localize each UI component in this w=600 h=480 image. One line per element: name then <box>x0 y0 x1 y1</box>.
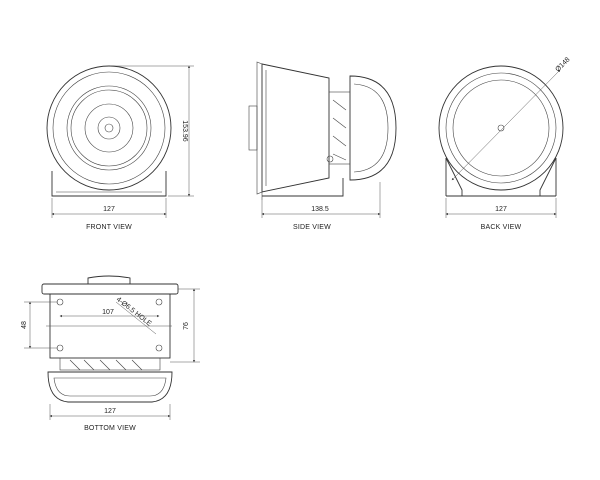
mount-hole <box>155 298 163 306</box>
side-depth-dimension: 138.5 <box>311 206 329 213</box>
side-view-caption: SIDE VIEW <box>293 224 331 231</box>
side-driver-housing <box>349 75 397 181</box>
bottom-mount-height-dimension: 48 <box>21 321 28 329</box>
front-base-bracket <box>51 171 167 197</box>
bottom-height-dimension: 76 <box>183 322 190 330</box>
bottom-view-caption: BOTTOM VIEW <box>84 425 136 432</box>
bottom-width-dimension: 127 <box>104 408 116 415</box>
back-bracket-left <box>445 157 463 196</box>
bottom-hole-spacing-dimension: 107 <box>102 309 114 316</box>
side-bracket <box>262 178 344 197</box>
front-height-dimension: 153.96 <box>181 120 188 142</box>
front-view: 127 153.96 FRONT VIEW <box>46 65 194 231</box>
back-width-dimension: 127 <box>495 206 507 213</box>
side-view: 138.5 SIDE VIEW <box>248 61 397 231</box>
back-diameter-line <box>451 69 561 181</box>
back-diameter-dimension: Ø148 <box>554 56 571 73</box>
bottom-hole-note: 4-Ø6.5 HOLE <box>115 296 153 328</box>
front-view-caption: FRONT VIEW <box>86 224 132 231</box>
side-horn-body <box>261 63 330 193</box>
back-view: Ø148 127 BACK VIEW <box>438 56 572 231</box>
back-view-caption: BACK VIEW <box>481 224 522 231</box>
mount-hole <box>155 344 163 352</box>
front-outer-rim <box>46 65 172 191</box>
front-width-dimension: 127 <box>103 206 115 213</box>
bottom-top-lip <box>87 275 131 284</box>
bottom-driver-housing <box>47 371 173 403</box>
back-bracket-right <box>539 157 557 196</box>
back-outer-rim <box>438 65 564 191</box>
bottom-view: 107 4-Ø6.5 HOLE 48 76 127 BOTTOM VIEW <box>21 275 200 432</box>
